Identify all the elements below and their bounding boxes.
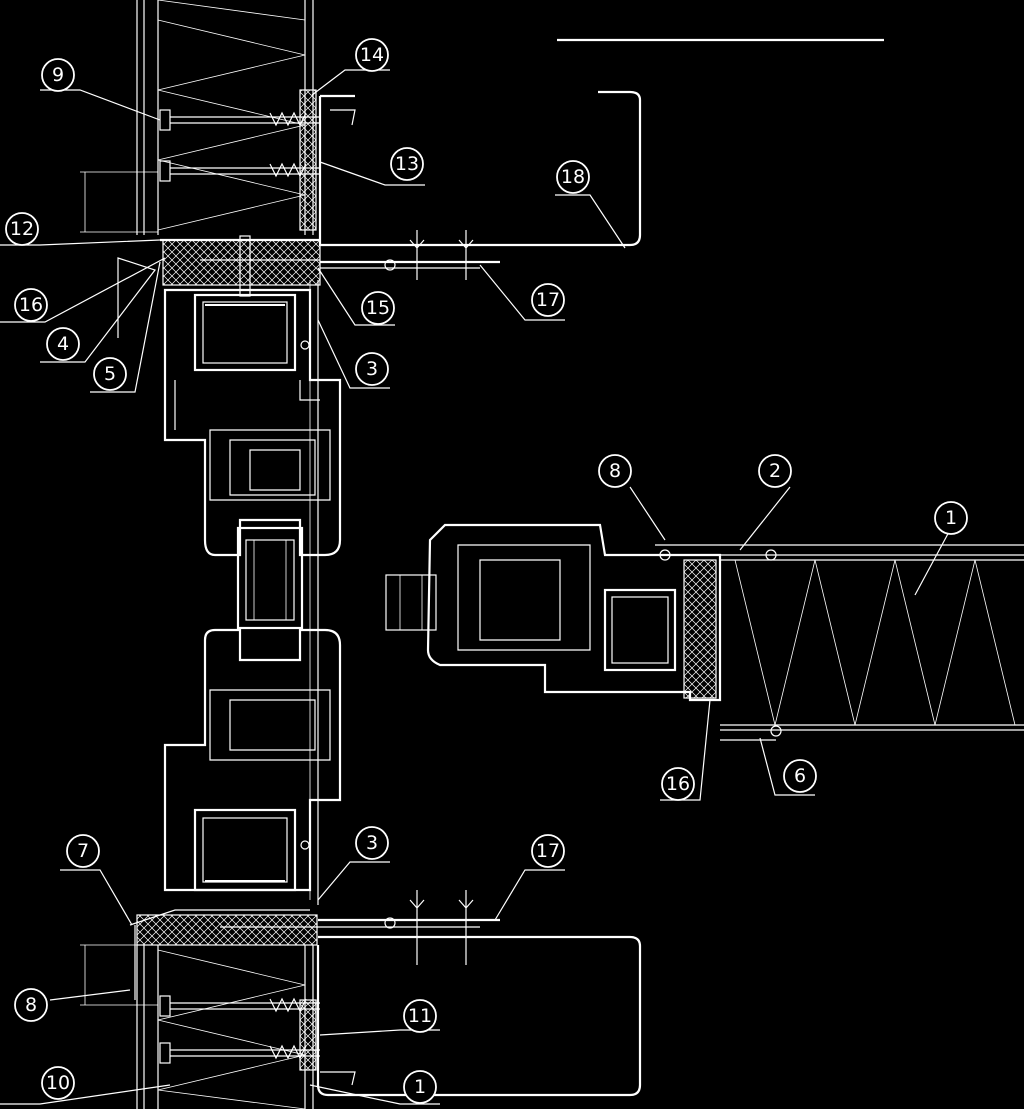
callout-4-label: 4 <box>57 333 69 355</box>
callout-3-bottom: 3 <box>355 826 389 860</box>
callout-11: 11 <box>403 999 437 1033</box>
callout-8-right-label: 8 <box>609 460 621 482</box>
callout-10-label: 10 <box>46 1072 70 1094</box>
lower-wall-panel <box>80 890 642 1109</box>
callout-18: 18 <box>556 160 590 194</box>
callout-8-right: 8 <box>598 454 632 488</box>
callout-9-label: 9 <box>52 64 64 86</box>
callout-5: 5 <box>93 357 127 391</box>
frame-profile <box>163 280 342 905</box>
window-head <box>160 230 500 297</box>
callout-12: 12 <box>5 212 39 246</box>
callout-1-bottom: 1 <box>403 1070 437 1104</box>
callout-11-label: 11 <box>408 1005 432 1027</box>
callout-17-bottom-label: 17 <box>536 840 560 862</box>
leader-lines <box>0 69 951 1105</box>
callout-17-bottom: 17 <box>531 834 565 868</box>
callout-3-bottom-label: 3 <box>366 832 378 854</box>
callout-17-top: 17 <box>531 283 565 317</box>
callout-3-top-label: 3 <box>366 358 378 380</box>
callout-2: 2 <box>758 454 792 488</box>
callout-14-label: 14 <box>360 44 384 66</box>
callout-12-label: 12 <box>10 218 34 240</box>
callout-5-label: 5 <box>104 363 116 385</box>
callout-1-right: 1 <box>934 501 968 535</box>
callout-14: 14 <box>355 38 389 72</box>
callout-8-bottom-label: 8 <box>25 994 37 1016</box>
callout-1-right-label: 1 <box>945 507 957 529</box>
callout-16-top: 16 <box>14 288 48 322</box>
callout-6-label: 6 <box>794 765 806 787</box>
callout-2-label: 2 <box>769 460 781 482</box>
callout-16-right-label: 16 <box>666 773 690 795</box>
callout-18-label: 18 <box>561 166 585 188</box>
callout-16-top-label: 16 <box>19 294 43 316</box>
callout-7-label: 7 <box>77 840 89 862</box>
callout-16-right: 16 <box>661 767 695 801</box>
callout-6: 6 <box>783 759 817 793</box>
callout-10: 10 <box>41 1066 75 1100</box>
callout-3-top: 3 <box>355 352 389 386</box>
callout-8-bottom: 8 <box>14 988 48 1022</box>
callout-13: 13 <box>390 147 424 181</box>
callout-15-label: 15 <box>366 297 390 319</box>
upper-wall-panel <box>80 0 642 247</box>
callout-17-top-label: 17 <box>536 289 560 311</box>
callout-15: 15 <box>361 291 395 325</box>
callout-13-label: 13 <box>395 153 419 175</box>
callout-4: 4 <box>46 327 80 361</box>
callout-9: 9 <box>41 58 75 92</box>
side-profile <box>385 523 1024 741</box>
callout-7: 7 <box>66 834 100 868</box>
callout-1-bottom-label: 1 <box>414 1076 426 1098</box>
